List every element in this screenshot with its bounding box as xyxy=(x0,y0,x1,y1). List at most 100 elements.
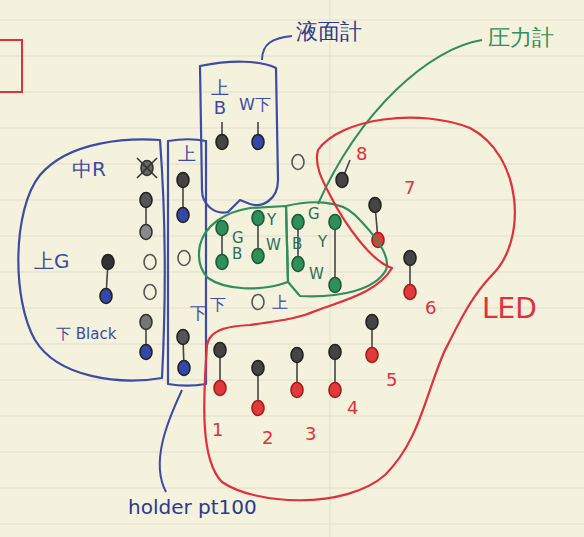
pins xyxy=(100,135,416,416)
callout-number: 7 xyxy=(404,178,415,198)
paper-rule xyxy=(0,452,584,453)
empty-pin xyxy=(252,295,264,310)
pin-label: 上B xyxy=(211,78,229,118)
leader-line xyxy=(318,40,482,204)
pin-label: 上G xyxy=(34,250,70,272)
pin-label: 下 xyxy=(190,304,207,323)
paper-rule xyxy=(330,0,331,537)
paper-rule xyxy=(0,344,584,345)
pin-label: W下 xyxy=(239,96,271,114)
pin xyxy=(140,225,152,240)
leader-line xyxy=(160,390,182,492)
pin xyxy=(100,289,112,304)
paper-rule xyxy=(0,416,584,417)
outline-path xyxy=(204,118,515,501)
position-mark: 上 xyxy=(272,294,288,312)
position-mark: 下 xyxy=(210,296,226,314)
paper-rule xyxy=(0,20,584,21)
pin xyxy=(292,257,304,272)
region-title: LED xyxy=(482,294,537,325)
wire-color: G xyxy=(308,206,320,223)
outline-path xyxy=(18,139,164,380)
pin xyxy=(369,198,381,213)
pin-wire xyxy=(334,222,336,285)
pin xyxy=(140,315,152,330)
cross-mark xyxy=(137,158,157,178)
pin-label: 上 xyxy=(178,144,196,164)
callout-number: 1 xyxy=(212,420,223,440)
empty-pin xyxy=(144,285,156,300)
led-region-outline: LED 8 7 6 5 4 3 2 1 xyxy=(200,106,560,510)
callout-number: 8 xyxy=(356,144,367,164)
paper-rule xyxy=(0,488,584,489)
pin xyxy=(140,345,152,360)
empty-pin xyxy=(144,255,156,270)
empty-pin xyxy=(292,155,304,170)
pin xyxy=(177,173,189,188)
pin xyxy=(252,135,264,150)
part-name: 液面計 xyxy=(296,20,362,44)
red-box-edge xyxy=(0,40,22,92)
callout-number: 5 xyxy=(386,370,397,390)
pin xyxy=(291,383,303,398)
pin xyxy=(404,285,416,300)
pin xyxy=(214,381,226,396)
paper-rule xyxy=(0,524,584,525)
pin-wires xyxy=(106,122,410,408)
wire-color: W xyxy=(309,266,324,283)
pin-group-outline: 中R 上G 下 Black xyxy=(12,134,168,386)
wire-color: Y xyxy=(267,212,276,229)
callout-number: 6 xyxy=(425,298,436,318)
paper-rule xyxy=(0,380,584,381)
pin-label: 下 Black xyxy=(56,326,116,343)
wire-color: B xyxy=(232,246,242,263)
wire-color: W xyxy=(266,237,281,254)
pin xyxy=(336,173,348,188)
pin xyxy=(329,345,341,360)
pin xyxy=(329,215,341,230)
pin xyxy=(252,361,264,376)
paper-rule xyxy=(0,200,584,201)
cross-mark xyxy=(137,158,157,178)
pin xyxy=(216,221,228,236)
pin xyxy=(177,208,189,223)
pin xyxy=(214,343,226,358)
pressure-gauge-outline: G Y B W xyxy=(196,204,290,294)
callout-number: 2 xyxy=(262,428,273,448)
outline-path xyxy=(200,62,278,213)
pin xyxy=(102,255,114,270)
pin xyxy=(291,348,303,363)
outline-path xyxy=(199,206,288,288)
pin xyxy=(252,401,264,416)
outline-path xyxy=(286,202,387,296)
level-gauge-outline: 上B W下 xyxy=(198,58,280,216)
pin xyxy=(329,278,341,293)
empty-pin xyxy=(178,251,190,266)
pressure-gauge-outline: GBYW xyxy=(284,198,392,298)
callout-number: 4 xyxy=(347,398,358,418)
holder-outline: 上下 xyxy=(166,138,210,388)
wire-color: G xyxy=(232,230,244,247)
pin xyxy=(252,211,264,226)
part-name: 圧力計 xyxy=(488,26,554,50)
outline-shape xyxy=(198,58,280,216)
pin xyxy=(404,251,416,266)
pin xyxy=(292,215,304,230)
paper-rule xyxy=(0,92,584,93)
pin xyxy=(329,383,341,398)
pin xyxy=(366,348,378,363)
wire-color: Y xyxy=(318,234,327,251)
pin-label: 中R xyxy=(72,158,106,180)
pin xyxy=(252,249,264,264)
wire-color: B xyxy=(292,236,302,253)
pin xyxy=(366,315,378,330)
callout-number: 3 xyxy=(305,424,316,444)
paper-rule xyxy=(0,56,584,57)
pin xyxy=(177,330,189,345)
leader-line xyxy=(262,36,292,60)
paper-rule xyxy=(0,128,584,129)
pin xyxy=(216,135,228,150)
